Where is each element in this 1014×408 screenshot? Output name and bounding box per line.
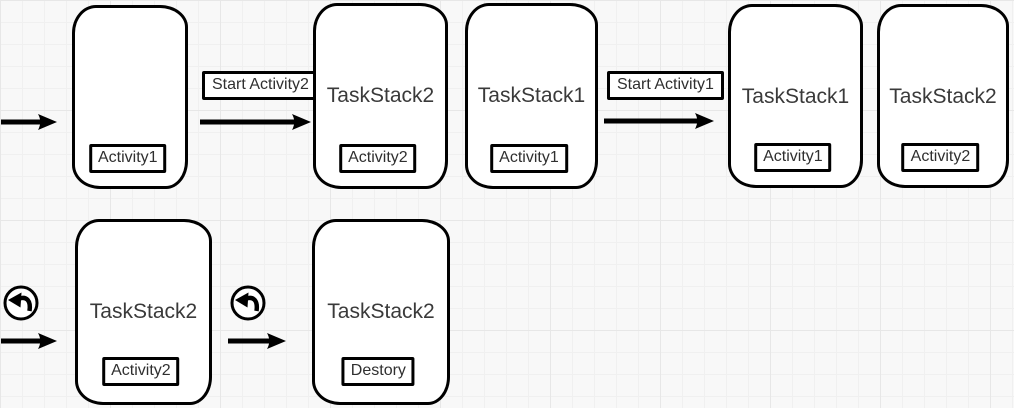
activity-box: Activity2 xyxy=(339,144,417,173)
task-stack-card-7: TaskStack2 Destory xyxy=(312,219,450,405)
right-arrow-icon xyxy=(1,112,57,132)
task-stack-card-1: Activity1 xyxy=(72,5,188,189)
activity-box: Destory xyxy=(341,357,415,386)
back-arrow-icon xyxy=(2,284,40,322)
back-arrow-icon xyxy=(229,284,267,322)
task-stack-card-4: TaskStack1 Activity1 xyxy=(728,4,863,188)
right-arrow-icon xyxy=(200,112,311,132)
activity-box: Activity2 xyxy=(901,143,980,172)
activity-box: Activity1 xyxy=(490,144,568,173)
card-title: TaskStack2 xyxy=(327,300,435,323)
task-stack-card-3: TaskStack1 Activity1 xyxy=(465,3,598,189)
card-title: TaskStack2 xyxy=(889,85,997,108)
card-title: TaskStack1 xyxy=(477,84,586,107)
activity-box: Activity2 xyxy=(102,357,180,386)
right-arrow-icon xyxy=(604,111,714,131)
right-arrow-icon xyxy=(228,331,286,351)
edge-label-start-activity1: Start Activity1 xyxy=(607,71,724,100)
card-title: TaskStack1 xyxy=(741,85,850,108)
card-title: TaskStack2 xyxy=(89,300,198,323)
card-title: TaskStack2 xyxy=(326,84,435,107)
task-stack-card-5: TaskStack2 Activity2 xyxy=(877,4,1009,188)
task-stack-card-6: TaskStack2 Activity2 xyxy=(75,219,212,405)
activity-box: Activity1 xyxy=(89,144,167,173)
edge-label-start-activity2: Start Activity2 xyxy=(202,71,319,100)
activity-box: Activity1 xyxy=(754,143,832,172)
right-arrow-icon xyxy=(1,331,57,351)
task-stack-card-2: TaskStack2 Activity2 xyxy=(313,3,448,189)
